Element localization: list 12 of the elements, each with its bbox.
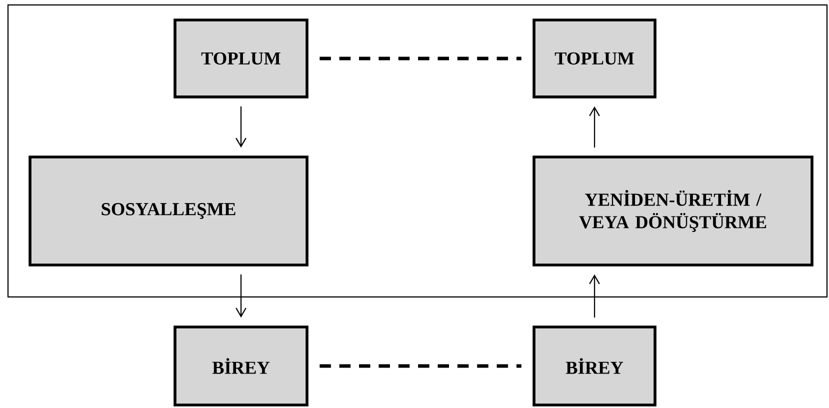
- process-box: TOPLUM: [532, 18, 656, 98]
- arrow: [236, 106, 246, 148]
- process-box: BİREY: [174, 326, 308, 406]
- process-box: BİREY: [532, 326, 656, 406]
- dashed-connector: [320, 56, 522, 60]
- process-box: TOPLUM: [174, 18, 308, 98]
- process-box: YENİDEN-ÜRETİM / VEYA DÖNÜŞTÜRME: [532, 156, 814, 266]
- process-box: SOSYALLEŞME: [28, 156, 308, 266]
- arrow: [236, 274, 246, 318]
- dashed-connector: [320, 364, 522, 368]
- arrow: [589, 106, 600, 148]
- arrow: [589, 274, 600, 318]
